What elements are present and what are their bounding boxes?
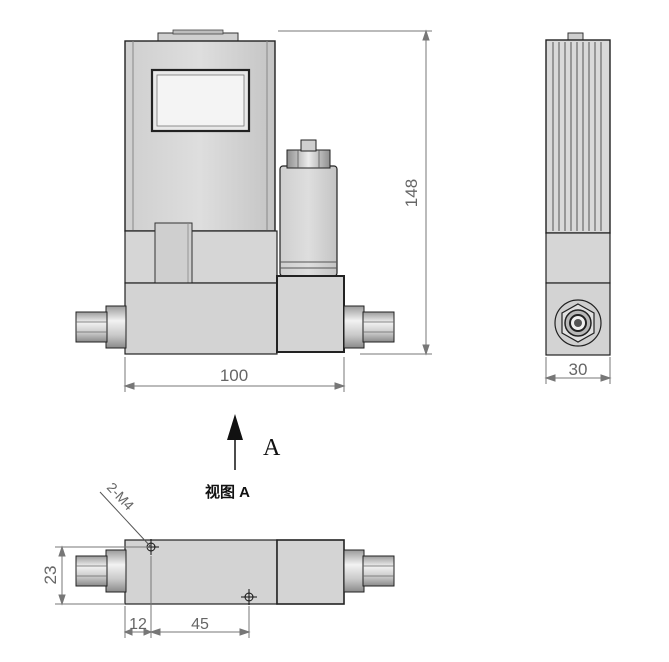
view-caption: 视图 A bbox=[205, 483, 250, 501]
view-arrow-icon bbox=[227, 414, 243, 470]
base-block bbox=[124, 282, 278, 355]
side-upper-housing bbox=[545, 39, 611, 234]
base-height-dimension bbox=[55, 545, 148, 606]
side-view: 30 bbox=[544, 32, 612, 384]
mounting-hole-icon bbox=[241, 589, 257, 605]
bottom-left-fitting bbox=[75, 549, 127, 593]
hole-callout-leader bbox=[99, 491, 152, 548]
left-fitting bbox=[75, 305, 127, 349]
view-arrow-letter: A bbox=[263, 435, 281, 461]
height-dimension bbox=[278, 29, 432, 356]
width-dimension bbox=[123, 357, 346, 392]
bottom-view: 2-M4 23 12 45 bbox=[41, 479, 395, 638]
middle-block bbox=[124, 230, 278, 284]
hole-offset-label: 12 bbox=[129, 616, 147, 633]
bottom-valve-block bbox=[276, 539, 345, 605]
base-height-label: 23 bbox=[41, 566, 60, 585]
valve-stem bbox=[279, 165, 338, 277]
fitting-end-icon bbox=[554, 299, 602, 347]
hole-spacing-label: 45 bbox=[191, 616, 209, 633]
bottom-right-fitting bbox=[343, 549, 395, 593]
height-dim-label: 148 bbox=[402, 179, 421, 207]
side-middle-block bbox=[545, 232, 611, 284]
depth-dimension bbox=[544, 357, 612, 384]
hole-position-dimension bbox=[123, 556, 251, 638]
depth-dim-label: 30 bbox=[569, 360, 588, 379]
right-fitting bbox=[343, 305, 395, 349]
valve-block bbox=[276, 275, 345, 353]
hole-callout: 2-M4 bbox=[104, 479, 138, 513]
front-view: 148 100 bbox=[75, 29, 432, 392]
width-dim-label: 100 bbox=[220, 366, 248, 385]
